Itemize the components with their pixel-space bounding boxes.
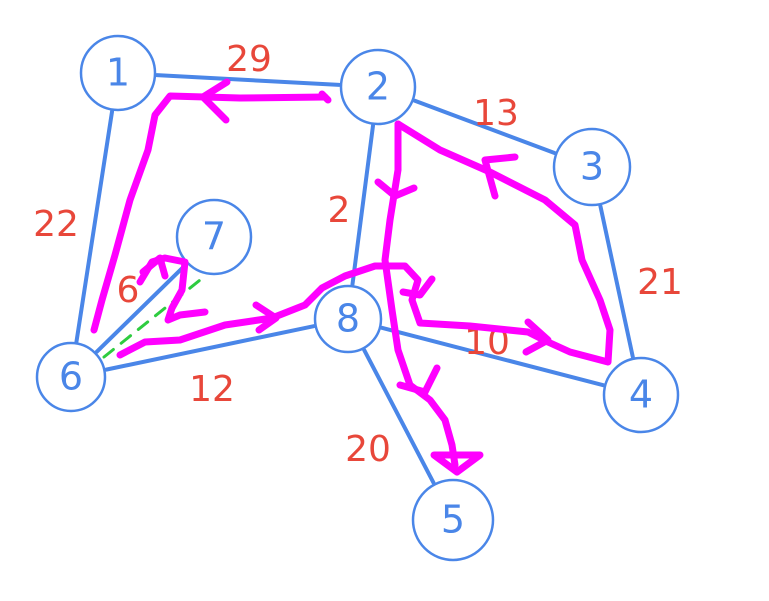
node-6: 6: [35, 341, 107, 413]
edge-weight-6-7: 6: [117, 270, 140, 311]
edge-1-6: [74, 109, 115, 344]
edge-8-4: [379, 325, 606, 388]
node-4: 4: [602, 356, 680, 434]
ink-arrowhead: [481, 153, 519, 200]
node-1: 1: [79, 34, 157, 112]
node-label: 6: [59, 355, 83, 399]
ink-arrowhead: [396, 364, 441, 396]
ink-stroke-2-to-5: [381, 120, 459, 469]
node-label: 4: [629, 373, 653, 417]
ink-arrowhead: [252, 301, 280, 334]
node-circle: [313, 284, 383, 354]
edge-1-2: [154, 73, 342, 87]
edge-weight-2-8: 2: [328, 190, 351, 231]
node-7: 7: [175, 198, 253, 276]
edge-2-3: [412, 98, 557, 155]
node-8: 8: [313, 284, 383, 354]
edges: [74, 73, 635, 485]
ink-arrowhead: [139, 254, 169, 280]
edge-2-8: [350, 123, 375, 287]
edge-weight-2-3: 13: [473, 93, 519, 134]
node-2: 2: [339, 48, 417, 126]
edge-6-8: [104, 324, 316, 372]
ink-arrowhead: [399, 275, 436, 299]
edge-weight-3-4: 21: [637, 262, 683, 303]
node-label: 8: [336, 297, 360, 341]
edge-weight-8-5: 20: [345, 429, 391, 470]
node-circle: [79, 34, 157, 112]
highlight-layer: [102, 274, 207, 359]
node-label: 2: [366, 65, 390, 109]
ink-arrowhead: [374, 178, 418, 200]
edge-weight-1-2: 29: [226, 39, 272, 80]
ink-dot: [318, 90, 332, 104]
node-label: 3: [580, 145, 604, 189]
ink-stroke-2-to-6: [90, 92, 329, 334]
node-label: 1: [106, 51, 130, 95]
node-circle: [602, 356, 680, 434]
node-3: 3: [552, 127, 632, 207]
node-circle: [552, 127, 632, 207]
ink-loop-2-3-4: [394, 120, 614, 366]
edge-6-7: [94, 262, 189, 354]
ink-arrowhead: [430, 451, 484, 476]
node-circle: [35, 341, 107, 413]
node-5: 5: [411, 478, 495, 562]
node-label: 7: [202, 215, 226, 259]
highlighted-edge-6-7: [102, 274, 207, 359]
node-circle: [339, 48, 417, 126]
edge-weight-6-8: 12: [189, 369, 235, 410]
node-circle: [175, 198, 253, 276]
hand-drawn-path: [90, 78, 614, 476]
edge-8-5: [362, 348, 436, 485]
ink-arrowhead: [199, 78, 231, 124]
edge-weight-1-6: 22: [33, 204, 79, 245]
node-label: 5: [441, 498, 465, 542]
ink-stroke-6-to-8: [116, 262, 552, 359]
edge-3-4: [598, 204, 635, 359]
node-circle: [411, 478, 495, 562]
